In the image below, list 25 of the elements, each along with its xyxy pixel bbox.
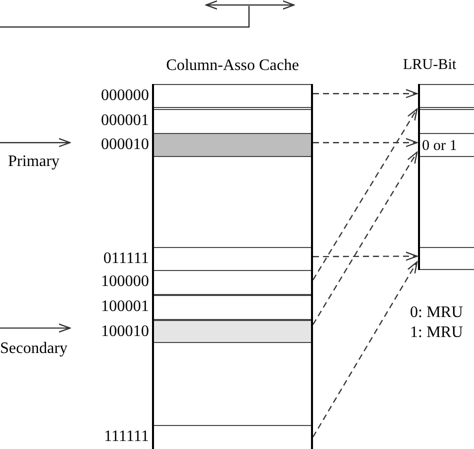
address-label: 100001 xyxy=(101,297,149,317)
address-label: 111111 xyxy=(104,427,149,447)
address-label: 000010 xyxy=(101,135,149,155)
address-label: 100000 xyxy=(101,272,149,292)
legend-note: 1: MRU xyxy=(410,323,463,343)
dashed-arrow xyxy=(312,152,418,325)
edge-label: Primary xyxy=(8,152,60,172)
dashed-arrow xyxy=(312,261,418,438)
address-label: 100010 xyxy=(101,322,149,342)
dashed-arrow xyxy=(313,89,418,98)
memory-row xyxy=(420,84,474,108)
bit-value: 0 or 1 xyxy=(422,138,457,154)
address-label: 000001 xyxy=(101,111,149,131)
edge-label: Secondary xyxy=(0,339,68,359)
memory-row xyxy=(420,247,474,270)
arrow xyxy=(0,323,71,333)
block-heading: Column-Asso Cache xyxy=(166,56,299,76)
arrow xyxy=(0,138,71,148)
address-label: 011111 xyxy=(103,249,149,269)
block-heading: LRU-Bit xyxy=(403,56,456,75)
address-label: 000000 xyxy=(101,86,149,106)
legend-note: 0: MRU xyxy=(410,303,463,323)
dashed-arrow xyxy=(313,252,418,261)
dashed-arrow xyxy=(312,108,418,280)
dashed-arrow xyxy=(313,138,418,148)
